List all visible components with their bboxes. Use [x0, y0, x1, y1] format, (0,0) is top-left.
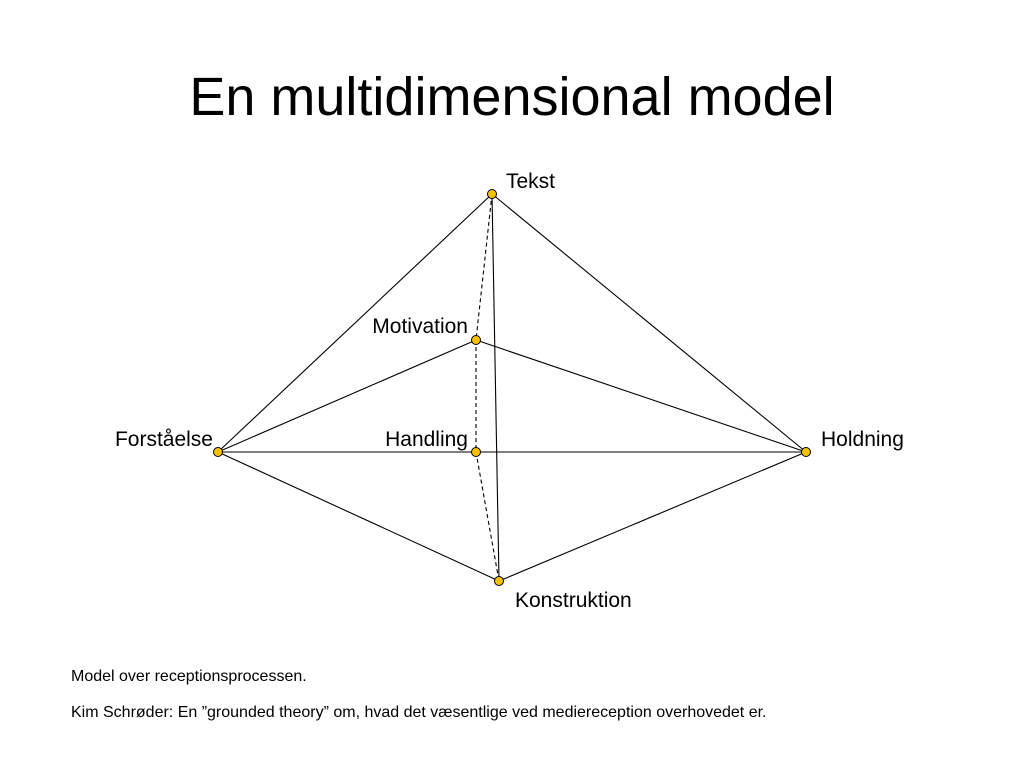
labels-layer: Tekst Motivation Forståelse Handling Hol… [115, 170, 904, 612]
edge-handling-konstruktion [475, 451, 500, 582]
node-dot-forstaaelse [213, 447, 223, 457]
node-label-tekst: Tekst [506, 170, 555, 193]
caption-source-reference: Kim Schrøder: En ”grounded theory” om, h… [71, 704, 767, 721]
edge-forstaaelse-konstruktion [217, 451, 500, 582]
edge-motivation-forstaaelse [217, 339, 477, 453]
nodes-layer [213, 189, 811, 586]
node-label-motivation: Motivation [372, 315, 468, 338]
node-dot-holdning [801, 447, 811, 457]
node-label-handling: Handling [385, 428, 468, 451]
edge-tekst-motivation [475, 193, 493, 341]
edge-tekst-forstaaelse [217, 193, 493, 453]
node-dot-motivation [471, 335, 481, 345]
edges-layer [217, 193, 807, 582]
edge-motivation-holdning [475, 339, 807, 453]
edge-tekst-holdning [491, 193, 807, 453]
node-label-holdning: Holdning [821, 428, 904, 451]
caption-model-description: Model over receptionsprocessen. [71, 668, 307, 685]
slide-title: En multidimensional model [189, 67, 835, 127]
node-label-konstruktion: Konstruktion [515, 589, 632, 612]
node-dot-handling [471, 447, 481, 457]
edge-tekst-konstruktion [491, 193, 500, 582]
edge-holdning-konstruktion [498, 451, 807, 582]
node-dot-konstruktion [494, 576, 504, 586]
node-label-forstaaelse: Forståelse [115, 428, 213, 451]
node-dot-tekst [487, 189, 497, 199]
